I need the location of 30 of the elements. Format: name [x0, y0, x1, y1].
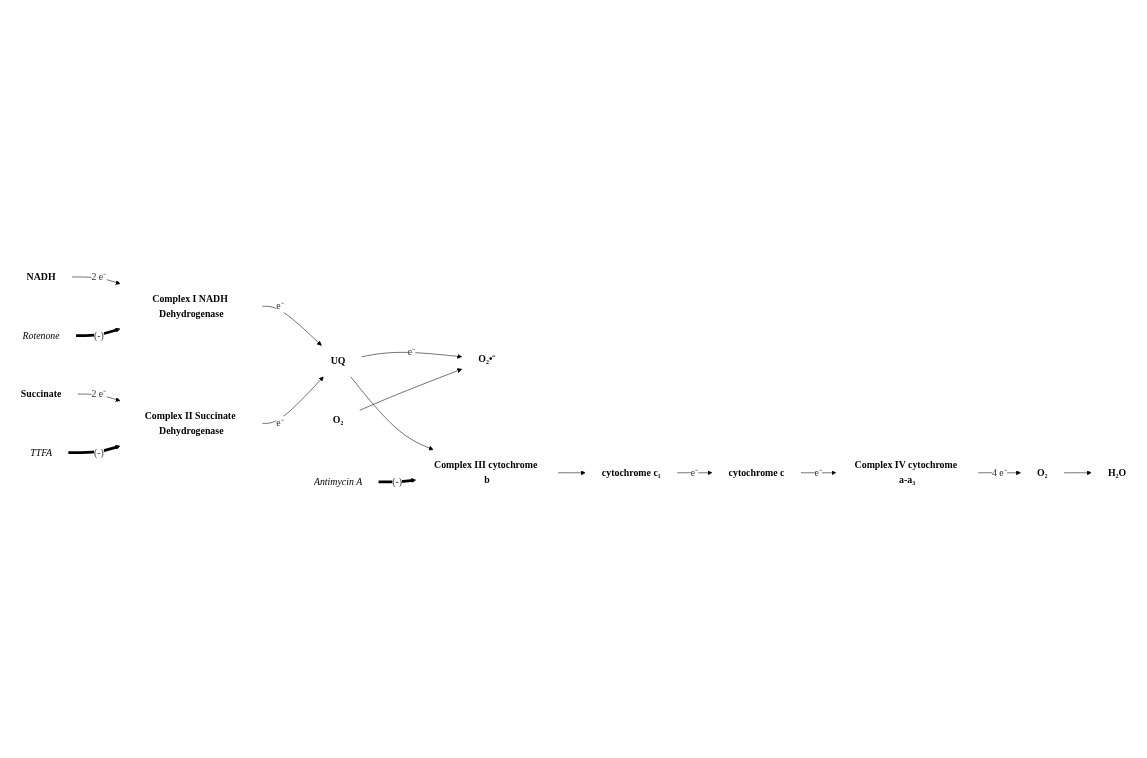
edge-label: e⁻	[407, 345, 416, 357]
node-text: NADH	[26, 270, 56, 282]
node-text: O₂	[1037, 466, 1048, 478]
node-text: cytochrome c	[728, 466, 785, 478]
arrow	[68, 444, 121, 454]
node-text: cytochrome c₁	[601, 466, 661, 478]
edge-label: e⁻	[814, 466, 823, 478]
node-text: TTFA	[30, 446, 52, 458]
node-text: Succinate	[20, 387, 62, 399]
arrow	[76, 327, 121, 337]
edge-label: (-)	[94, 329, 104, 341]
node-text: O₂	[332, 413, 344, 425]
edge-label: (-)	[94, 446, 104, 458]
node-text: O₂•⁻	[478, 353, 496, 365]
node-text: Complex I NADH Dehydrogenase	[152, 292, 228, 319]
node-text: UQ	[330, 354, 346, 366]
edge-label: 4 e⁻	[991, 466, 1007, 478]
edge-label: 2 e⁻	[91, 387, 107, 399]
node-text: Rotenone	[22, 329, 60, 341]
node-text: Complex III cytochrome b	[434, 459, 538, 485]
edge-label: e⁻	[690, 466, 699, 478]
edge-label: 2 e⁻	[91, 270, 107, 282]
edge-label: (-)	[392, 475, 403, 487]
arrow	[378, 477, 416, 483]
node-text: Complex IV cytochrome a-a₃	[854, 459, 958, 485]
node-text: H₂O	[1107, 466, 1127, 478]
edge-label: e⁻	[276, 300, 284, 311]
node-text: Antimycin A	[313, 475, 363, 487]
node-text: Complex II Succinate Dehydrogenase	[144, 409, 236, 436]
edge-label: e⁻	[276, 417, 284, 429]
